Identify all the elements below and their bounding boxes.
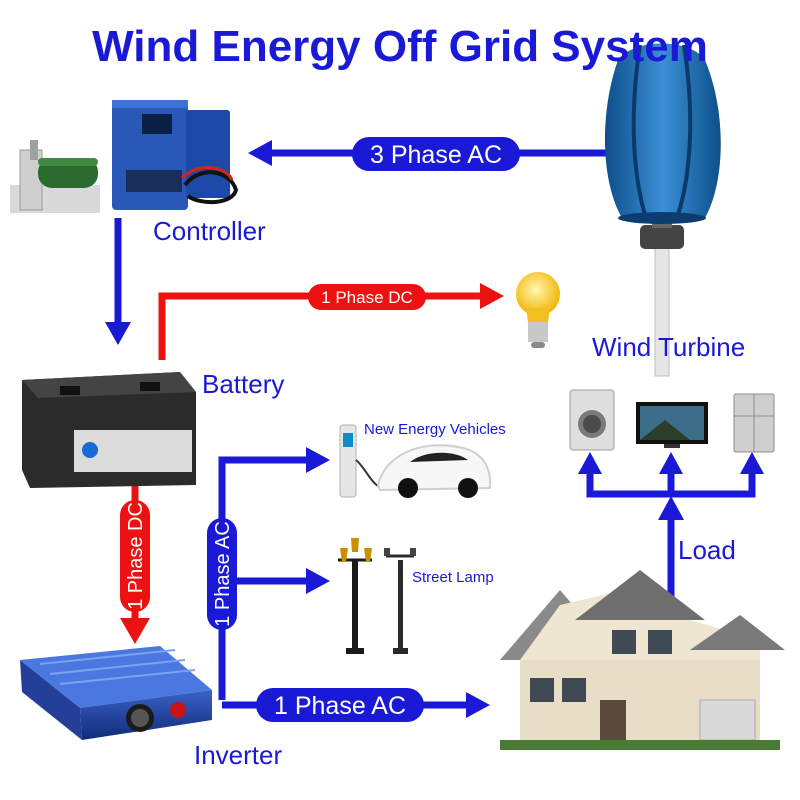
controller-label: Controller <box>153 216 266 246</box>
house-illustration <box>500 570 785 750</box>
pill-1-phase-ac-bottom-text: 1 Phase AC <box>274 692 406 720</box>
wind-turbine-illustration <box>604 43 721 377</box>
pill-1-phase-dc-vertical: 1 Phase DC <box>120 500 150 612</box>
new-energy-vehicles-label: New Energy Vehicles <box>364 421 506 438</box>
pill-1-phase-dc-top: 1 Phase DC <box>308 284 426 310</box>
refrigerator-illustration <box>733 393 775 453</box>
inverter-illustration <box>20 646 212 740</box>
resistor-illustration <box>10 140 100 213</box>
load-label: Load <box>678 535 736 565</box>
washing-machine-illustration <box>569 389 615 451</box>
pill-1-phase-dc-vertical-text: 1 Phase DC <box>125 502 147 610</box>
pill-1-phase-ac-vertical: 1 Phase AC <box>207 518 237 630</box>
pill-1-phase-ac-bottom: 1 Phase AC <box>256 688 424 722</box>
controller-illustration <box>112 100 239 210</box>
car-illustration <box>376 444 491 498</box>
pill-1-phase-dc-top-text: 1 Phase DC <box>321 288 413 307</box>
inverter-label: Inverter <box>194 740 283 770</box>
battery-illustration <box>22 372 196 488</box>
line-controller-battery <box>105 218 131 345</box>
street-lamp-label: Street Lamp <box>412 569 494 586</box>
light-bulb-illustration <box>516 272 560 348</box>
street-lamp-illustration <box>338 538 416 654</box>
pill-1-phase-ac-vertical-text: 1 Phase AC <box>212 521 234 627</box>
ac-line-house-load <box>578 452 764 615</box>
battery-label: Battery <box>202 369 285 399</box>
tv-illustration <box>636 402 708 448</box>
pill-3-phase-ac: 3 Phase AC <box>352 137 520 171</box>
pill-3-phase-ac-text: 3 Phase AC <box>370 141 502 169</box>
wind-turbine-label: Wind Turbine <box>592 332 746 362</box>
diagram-title: Wind Energy Off Grid System <box>92 22 708 71</box>
